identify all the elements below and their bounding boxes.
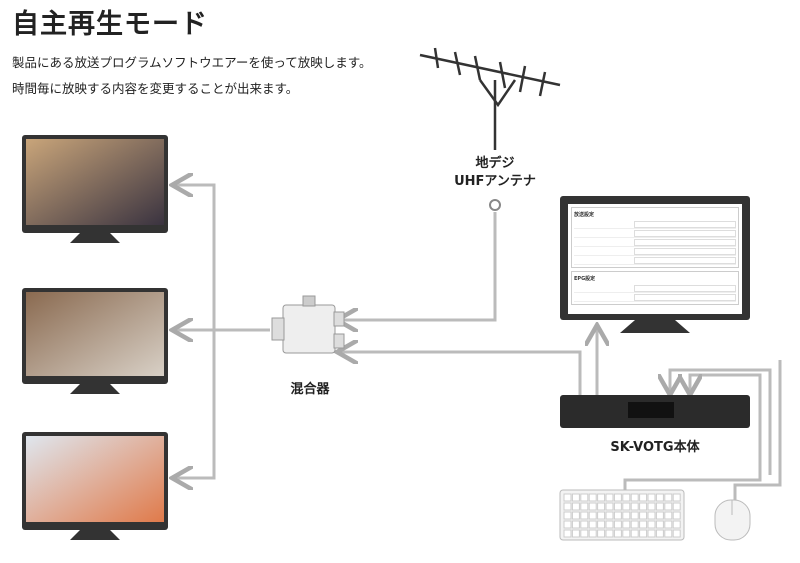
key (655, 529, 664, 538)
key (605, 520, 614, 529)
key (630, 493, 639, 502)
key (613, 493, 622, 502)
device-label: SK-VOTG本体 (610, 440, 700, 455)
key (647, 511, 656, 520)
key (597, 520, 606, 529)
cables (175, 185, 782, 500)
key (664, 511, 673, 520)
key (597, 493, 606, 502)
key (613, 529, 622, 538)
key (647, 493, 656, 502)
key (571, 511, 580, 520)
key (588, 529, 597, 538)
key (571, 520, 580, 529)
key (647, 529, 656, 538)
key (605, 493, 614, 502)
key (672, 493, 681, 502)
antenna-label-2: UHFアンテナ (454, 174, 536, 189)
key (580, 511, 589, 520)
key (655, 520, 664, 529)
key (563, 493, 572, 502)
monitor-2 (22, 288, 168, 394)
section-broadcast: 放送設定 (574, 212, 595, 218)
key (664, 529, 673, 538)
key (639, 511, 648, 520)
keyboard-icon (559, 489, 685, 541)
key (672, 529, 681, 538)
key (580, 529, 589, 538)
key (647, 502, 656, 511)
key (563, 511, 572, 520)
key (613, 511, 622, 520)
key (622, 511, 631, 520)
key (655, 502, 664, 511)
key (664, 493, 673, 502)
key (571, 529, 580, 538)
key (563, 502, 572, 511)
mixer-device (271, 295, 345, 354)
key (597, 529, 606, 538)
key (580, 502, 589, 511)
key (622, 520, 631, 529)
key (622, 529, 631, 538)
section-epg: EPG設定 (574, 276, 596, 282)
key (597, 511, 606, 520)
key (580, 520, 589, 529)
key (630, 502, 639, 511)
key (655, 511, 664, 520)
key (597, 502, 606, 511)
settings-screen: 放送設定 EPG設定 (568, 204, 742, 314)
key (639, 529, 648, 538)
key (605, 529, 614, 538)
key (639, 502, 648, 511)
key (664, 502, 673, 511)
key (672, 520, 681, 529)
monitor-1 (22, 135, 168, 243)
key (613, 520, 622, 529)
key (588, 520, 597, 529)
key (639, 493, 648, 502)
page-title: 自主再生モード (12, 9, 208, 40)
key (613, 502, 622, 511)
key (639, 520, 648, 529)
description-line-1: 製品にある放送プログラムソフトウエアーを使って放映します。 (12, 55, 372, 70)
key (664, 520, 673, 529)
key (571, 502, 580, 511)
key (630, 511, 639, 520)
key (588, 493, 597, 502)
key (571, 493, 580, 502)
key (622, 502, 631, 511)
key (630, 529, 639, 538)
monitor-3 (22, 432, 168, 540)
key (630, 520, 639, 529)
key (580, 493, 589, 502)
key (672, 502, 681, 511)
antenna-label-1: 地デジ (475, 156, 515, 171)
antenna-connector (489, 199, 501, 211)
key (605, 502, 614, 511)
key (563, 520, 572, 529)
key (588, 502, 597, 511)
key (563, 529, 572, 538)
key (647, 520, 656, 529)
key (655, 493, 664, 502)
mixer-label: 混合器 (290, 382, 330, 397)
key (622, 493, 631, 502)
key (588, 511, 597, 520)
key (672, 511, 681, 520)
antenna-icon (419, 47, 561, 150)
key (605, 511, 614, 520)
description-line-2: 時間毎に放映する内容を変更することが出来ます。 (12, 81, 299, 96)
